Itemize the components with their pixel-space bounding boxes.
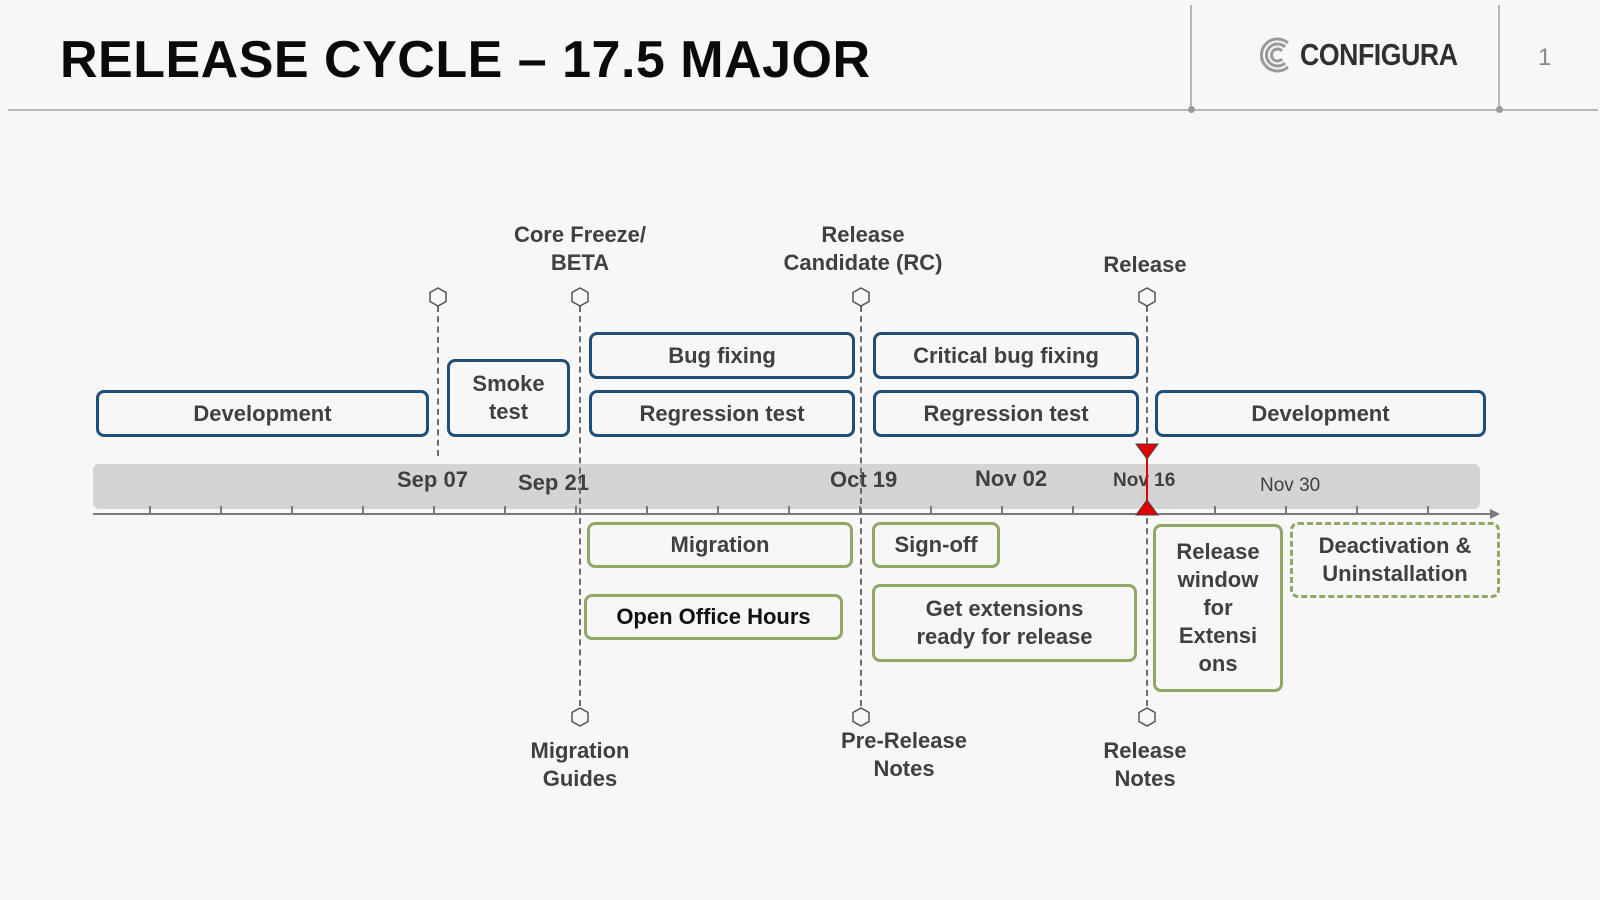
date-sep-21: Sep 21: [518, 470, 589, 495]
date-oct-19: Oct 19: [830, 467, 898, 492]
logo-text: CONFIGURA: [1300, 37, 1458, 72]
date-sep-07: Sep 07: [397, 467, 468, 492]
date-nov-16: Nov 16: [1113, 470, 1176, 491]
timeline-bar: [93, 464, 1480, 509]
page-number: 1: [1538, 44, 1552, 71]
milestone-release-candidate: Release Candidate (RC): [783, 222, 943, 275]
phase-open-office-hours: Open Office Hours: [584, 594, 843, 640]
milestone-hexagon-icon: [571, 287, 589, 307]
header-separator-left: [1190, 5, 1192, 110]
phase-development-before: Development: [96, 390, 429, 437]
phase-sign-off: Sign-off: [872, 522, 1000, 568]
phase-get-extensions-ready: Get extensions ready for release: [872, 584, 1137, 662]
milestone-core-freeze-beta: Core Freeze/ BETA: [513, 222, 647, 275]
phase-release-window-for-extensions: Release window for Extensi ons: [1153, 524, 1283, 692]
milestone-line-sep-07: [437, 306, 439, 456]
separator-dot-right: [1496, 106, 1503, 113]
milestone-hexagon-icon: [1138, 287, 1156, 307]
milestone-hexagon-icon: [429, 287, 447, 307]
milestone-hexagon-icon: [571, 707, 589, 727]
milestone-migration-guides: Migration Guides: [530, 738, 630, 791]
milestone-hexagon-icon: [852, 707, 870, 727]
phase-critical-bug-fixing: Critical bug fixing: [873, 332, 1139, 379]
milestone-line-sep-21: [579, 306, 581, 706]
phase-development-after: Development: [1155, 390, 1486, 437]
milestone-hexagon-icon: [852, 287, 870, 307]
date-nov-02: Nov 02: [975, 466, 1048, 491]
date-nov-30: Nov 30: [1260, 475, 1321, 496]
phase-regression-test-2: Regression test: [873, 390, 1139, 437]
phase-deactivation-uninstallation: Deactivation & Uninstallation: [1290, 522, 1500, 598]
milestone-pre-release-notes: Pre-Release Notes: [841, 728, 967, 781]
page-title: RELEASE CYCLE – 17.5 MAJOR: [60, 31, 871, 89]
configura-logo-icon: [1259, 37, 1289, 73]
milestone-line-oct-19: [860, 306, 862, 706]
milestone-hexagon-icon: [1138, 707, 1156, 727]
configura-logo: CONFIGURA: [1258, 35, 1483, 75]
phase-migration: Migration: [587, 522, 853, 568]
phase-smoke-test: Smoke test: [447, 359, 570, 437]
milestone-release-notes: Release Notes: [1103, 738, 1187, 791]
phase-regression-test-1: Regression test: [589, 390, 855, 437]
header-separator-right: [1498, 5, 1500, 110]
header-divider: [8, 109, 1598, 111]
release-marker: [1135, 443, 1159, 516]
milestone-release: Release: [1103, 252, 1187, 277]
phase-bug-fixing: Bug fixing: [589, 332, 855, 379]
separator-dot-left: [1188, 106, 1195, 113]
